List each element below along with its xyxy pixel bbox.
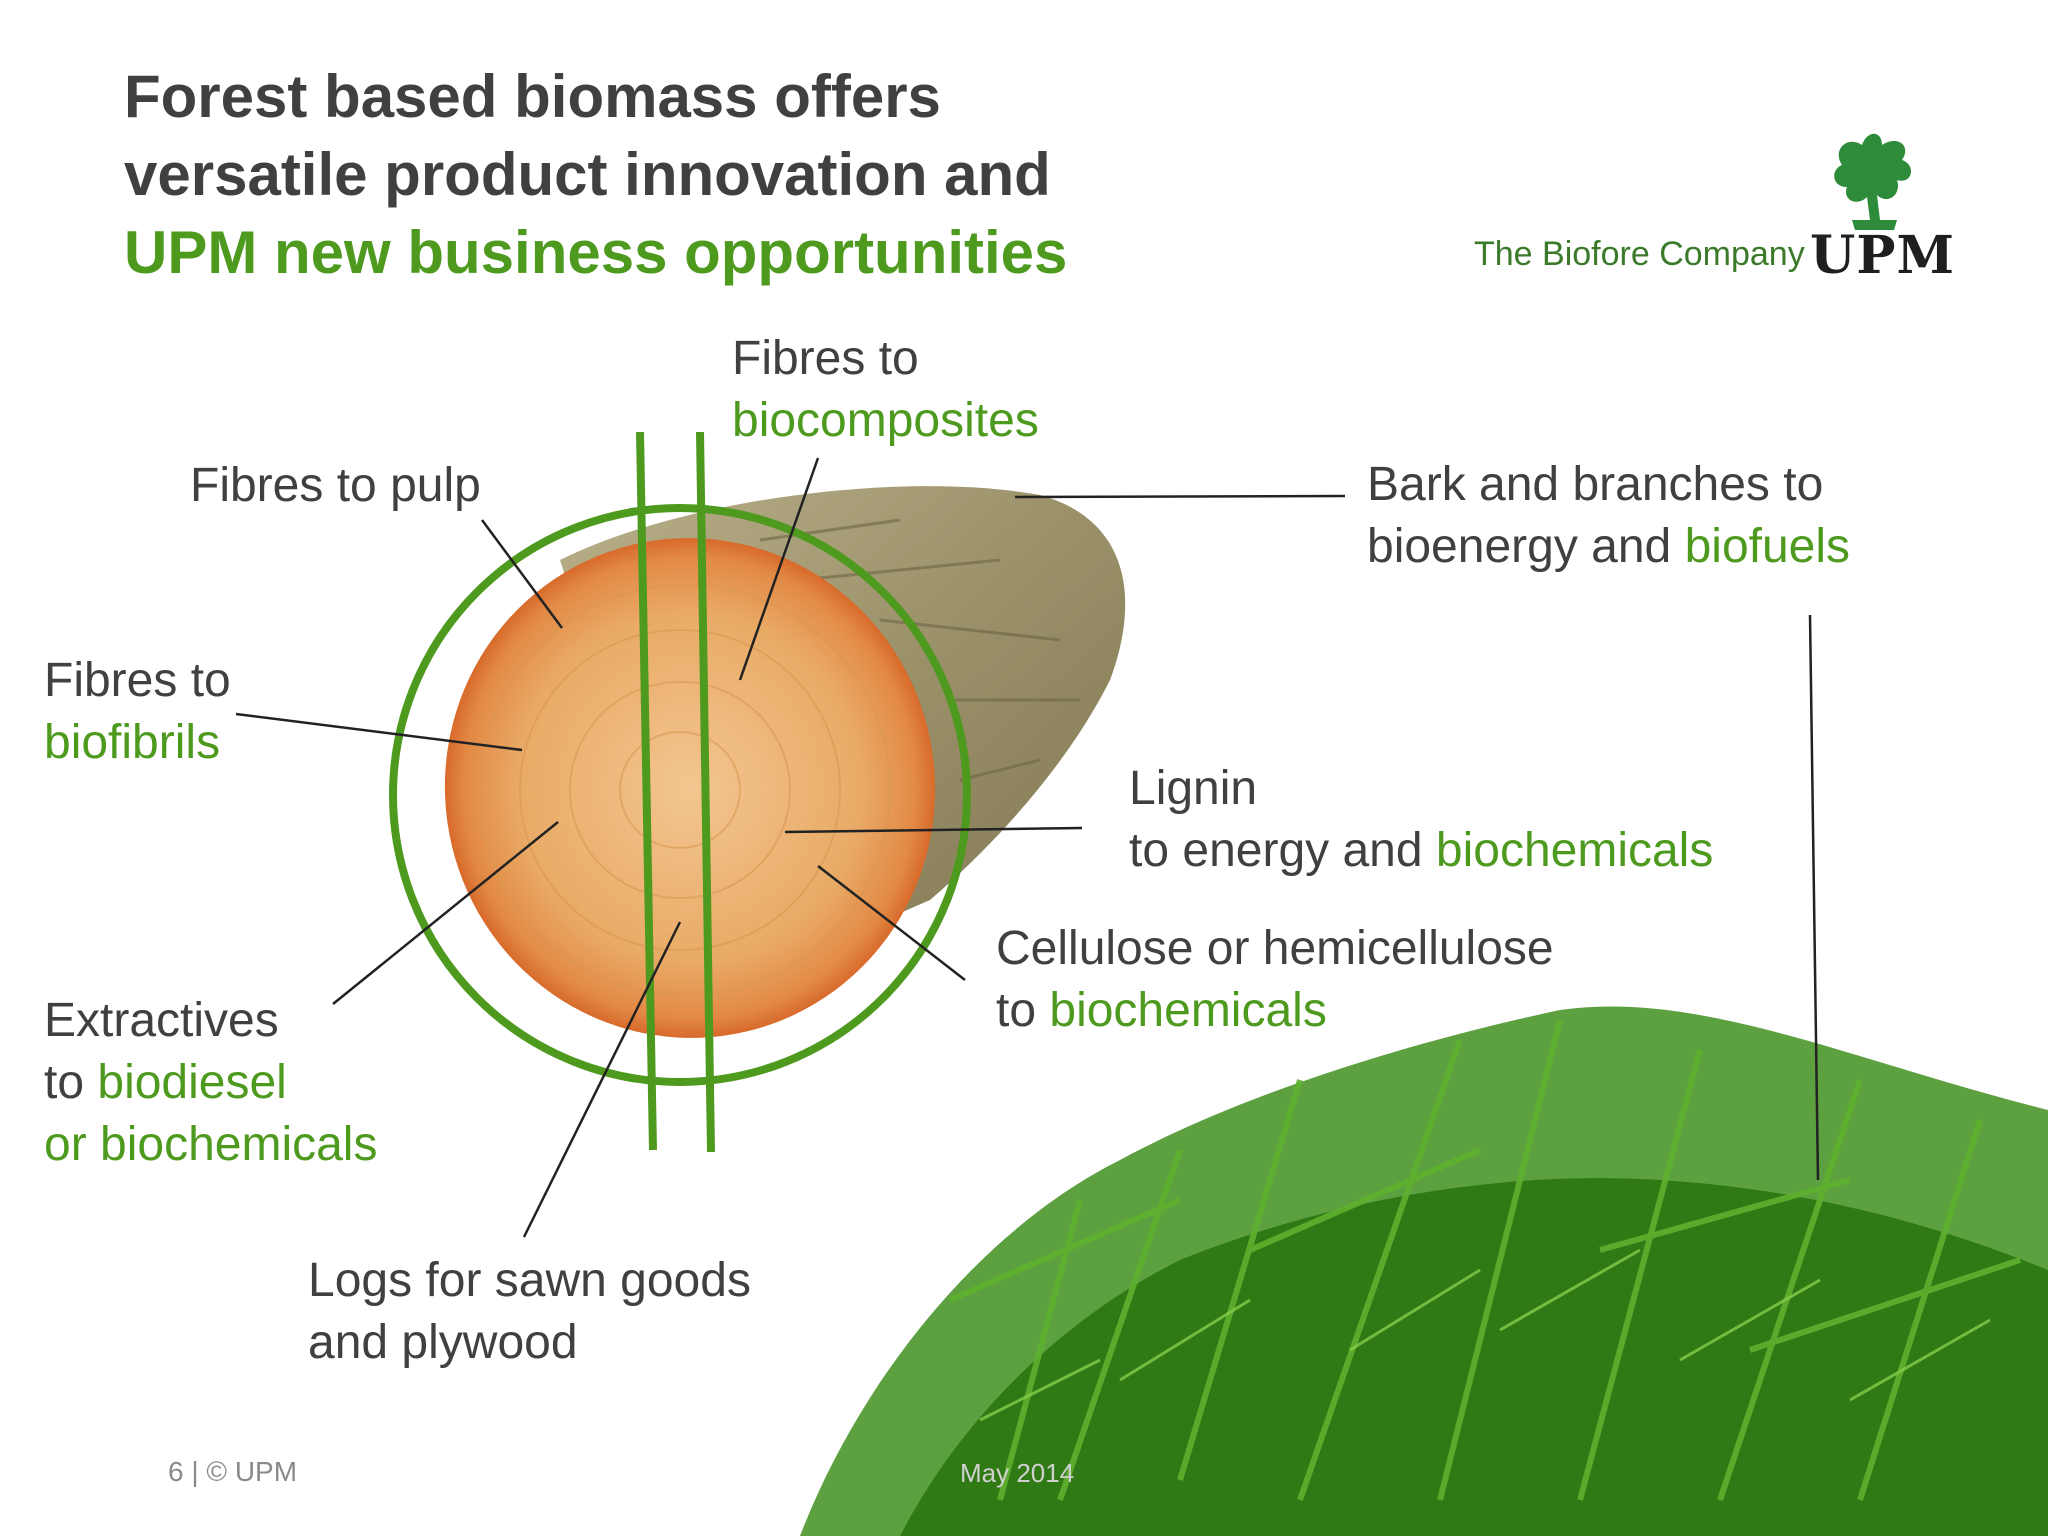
slide-title: Forest based biomass offers versatile pr…: [124, 58, 1067, 292]
label-fibres-to-biofibrils: Fibres to biofibrils: [44, 654, 231, 769]
log-cross-section-image: [444, 538, 936, 1038]
highlight-circle: [389, 504, 971, 1086]
griffin-emblem-icon: [1834, 133, 1912, 230]
logo-tagline: The Biofore Company: [1474, 235, 1805, 273]
title-line-1: Forest based biomass offers: [124, 63, 941, 130]
title-line-3: UPM new business opportunities: [124, 219, 1068, 286]
label-lignin: Lignin to energy and biochemicals: [1129, 762, 1714, 877]
label-fibres-to-biocomposites: Fibres to biocomposites: [732, 332, 1039, 447]
green-line-left: [636, 431, 657, 1151]
leader-lines: [235, 457, 1820, 1238]
spruce-branches-image: [800, 1006, 2048, 1536]
footer-page-number: 6 | © UPM: [168, 1456, 298, 1487]
green-line-right: [696, 431, 715, 1153]
label-bark-and-branches: Bark and branches to bioenergy and biofu…: [1367, 458, 1851, 573]
logo-wordmark: UPM: [1810, 225, 1956, 286]
label-logs: Logs for sawn goods and plywood: [308, 1254, 751, 1369]
label-extractives: Extractives to biodiesel or biochemicals: [44, 994, 378, 1171]
label-fibres-to-pulp: Fibres to pulp: [190, 459, 481, 512]
footer-date: May 2014: [960, 1458, 1075, 1488]
upm-logo: The Biofore Company UPM: [1470, 125, 1954, 286]
label-cellulose: Cellulose or hemicellulose to biochemica…: [996, 922, 1554, 1037]
title-line-2: versatile product innovation and: [124, 141, 1051, 208]
tree-rings: [479, 584, 891, 996]
